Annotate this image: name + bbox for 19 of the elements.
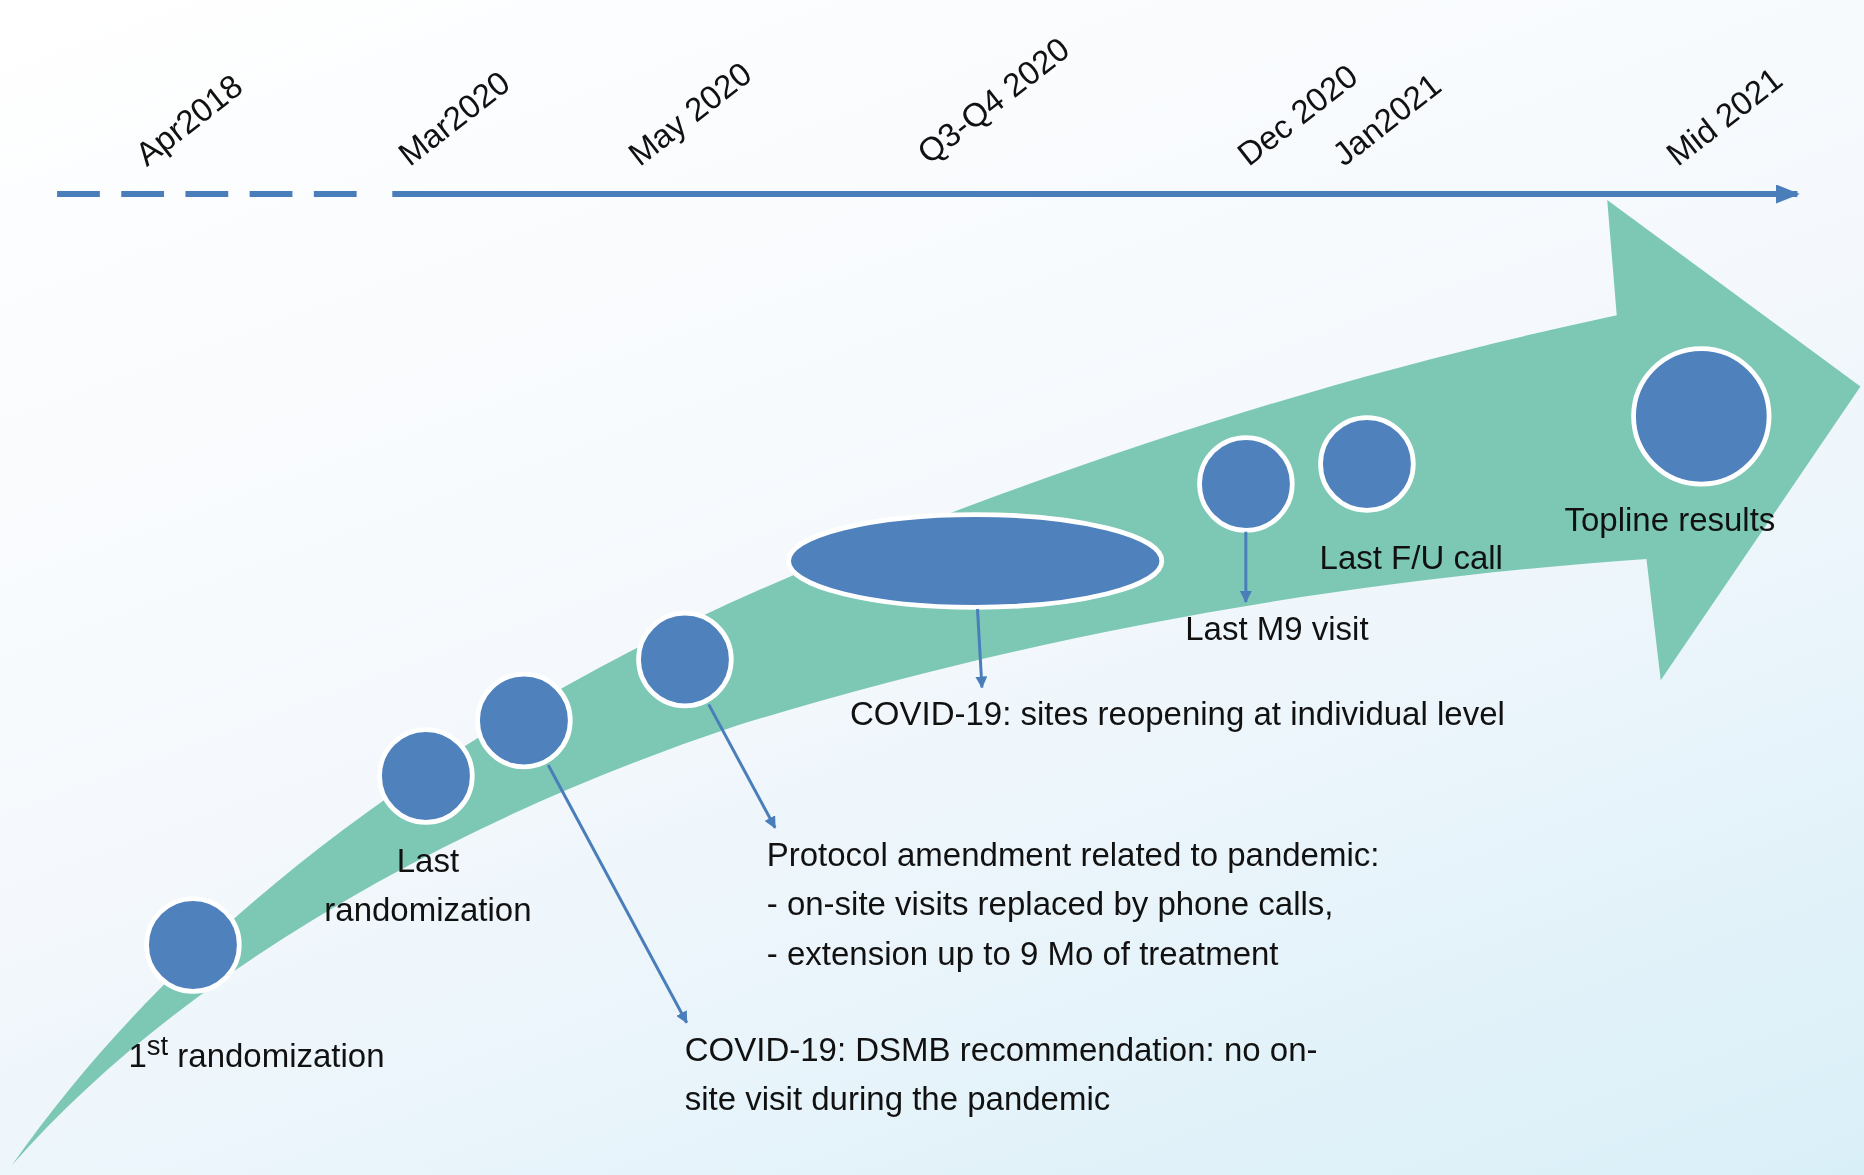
- milestone-caption: Topline results: [1564, 499, 1776, 540]
- milestone-ellipse: [784, 511, 1165, 611]
- annotation-text: COVID-19: sites reopening at individual level: [849, 694, 1505, 735]
- arrow: [975, 608, 988, 689]
- milestone-circle: [1195, 433, 1296, 534]
- milestone-caption: Last F/U call: [1319, 537, 1503, 578]
- milestone-circle: [375, 726, 476, 827]
- bullet-text: - on-site visits replaced by phone calls,: [766, 884, 1335, 925]
- milestone-circle: [142, 895, 243, 995]
- annotation-text: Last M9 visit: [1185, 608, 1369, 649]
- milestone-caption: Last randomization: [323, 840, 533, 931]
- annotation-text: COVID-19: DSMB recommendation: no on-site visit during the pandemic: [684, 1029, 1319, 1120]
- arrow: [546, 764, 689, 1024]
- annotation-text: Protocol amendment related to pandemic:: [766, 834, 1380, 875]
- arrow: [1239, 531, 1252, 603]
- milestone-caption: 1$^{st}$ randomization: [128, 1028, 385, 1076]
- milestone-circle: [1317, 413, 1417, 514]
- bullet-text: - extension up to 9 Mo of treatment: [766, 933, 1280, 974]
- milestone-circle: [1629, 344, 1773, 488]
